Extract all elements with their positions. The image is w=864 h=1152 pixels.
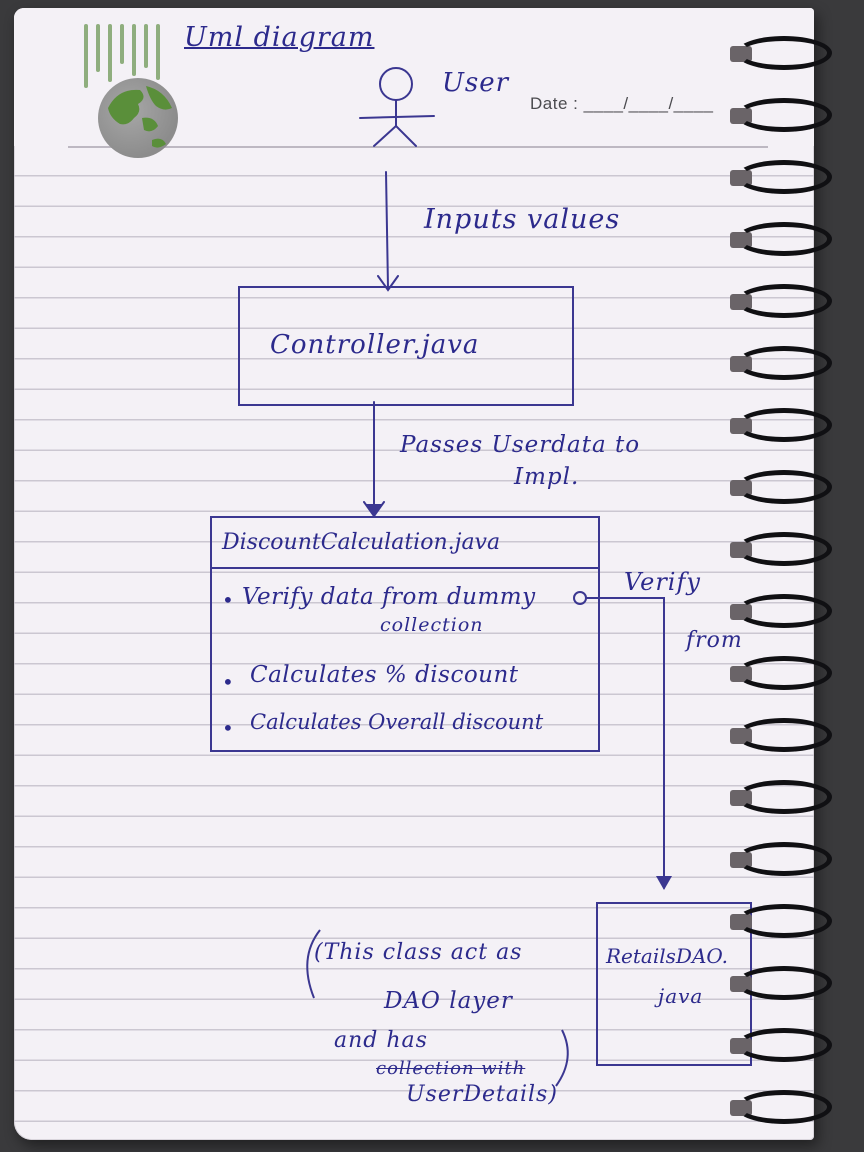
discount-class-box [210, 516, 600, 752]
globe-logo-icon [98, 78, 178, 158]
edge-label-verify: Verify [624, 568, 701, 596]
ruled-lines [14, 8, 814, 1140]
retails-dao-label-java: java [658, 984, 704, 1008]
edge-label-from: from [686, 628, 743, 653]
controller-class-box [238, 286, 574, 406]
note-line: collection with [376, 1058, 526, 1079]
discount-item-bullet: • [222, 716, 235, 740]
arrow-user-to-controller [385, 171, 389, 289]
note-line: and has [334, 1028, 428, 1053]
controller-class-label: Controller.java [270, 330, 480, 360]
stick-figure-icon [359, 67, 435, 147]
discount-item-bullet: • [222, 670, 235, 694]
notebook-page: Date : ____/____/____ Uml diagram [14, 8, 814, 1140]
discount-item-continuation: collection [380, 614, 484, 636]
edge-label-impl: Impl. [514, 464, 580, 490]
note-line: DAO layer [384, 988, 513, 1014]
note-line: (This class act as [314, 940, 523, 965]
date-field: Date : ____/____/____ [530, 94, 714, 113]
discount-class-title: DiscountCalculation.java [222, 530, 501, 555]
discount-item-text: Calculates % discount [250, 662, 519, 688]
header-rule [68, 146, 768, 148]
discount-item-text: Verify data from dummy [242, 584, 536, 610]
actor-user-label: User [442, 68, 510, 98]
diagram-strokes [212, 67, 672, 1087]
logo-bars-icon [82, 24, 172, 94]
retails-dao-label: RetailsDAO. [606, 944, 728, 968]
edge-label-passes-userdata: Passes Userdata to [400, 432, 641, 458]
page-title: Uml diagram [184, 22, 375, 53]
edge-label-inputs-values: Inputs values [424, 204, 621, 235]
arrow-discount-to-retails [585, 597, 665, 889]
discount-item-text: Calculates Overall discount [250, 710, 544, 734]
discount-item-bullet: • [222, 588, 235, 612]
note-line: UserDetails) [406, 1082, 558, 1107]
